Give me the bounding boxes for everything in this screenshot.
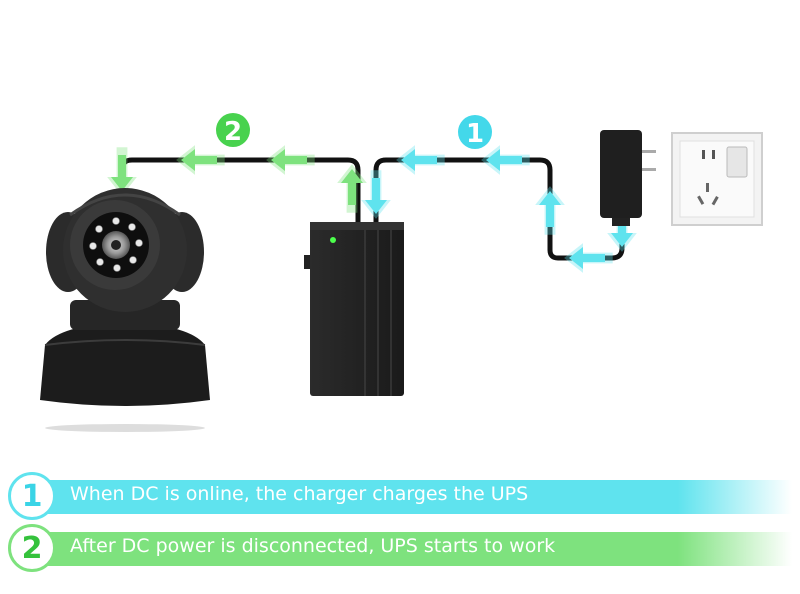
legend-step1-caption: When DC is online, the charger charges t…	[70, 483, 529, 505]
cable-adapter-to-ups	[373, 157, 625, 261]
power-adapter-icon	[600, 130, 656, 226]
legend-step2: 2 After DC power is disconnected, UPS st…	[8, 524, 792, 574]
arrow-step2-1	[266, 145, 315, 175]
arrow-step2-2	[337, 164, 367, 213]
ups-connection-diagram: 1 2	[40, 113, 763, 432]
badge-step1: 1	[458, 115, 492, 149]
arrow-step1-5	[361, 170, 391, 219]
wall-socket-icon	[671, 132, 763, 226]
badge-step2: 2	[216, 113, 250, 147]
arrow-step1-1	[481, 145, 530, 175]
arrows-step2	[107, 145, 367, 213]
arrow-step1-0	[396, 145, 445, 175]
legend-step2-caption: After DC power is disconnected, UPS star…	[70, 535, 556, 557]
badge-step2-number: 2	[224, 117, 242, 147]
legend-step2-badge: 2	[8, 524, 56, 572]
arrows-step1	[361, 145, 637, 273]
arrow-step2-0	[176, 145, 225, 175]
ups-box-icon	[304, 222, 404, 396]
arrow-step2-3	[107, 147, 137, 196]
legend-step1-bar	[30, 480, 792, 514]
badge-step1-number: 1	[466, 119, 484, 149]
arrow-step1-4	[607, 203, 637, 252]
arrow-step1-3	[564, 243, 613, 273]
legend-step1: 1 When DC is online, the charger charges…	[8, 472, 792, 522]
legend-step1-badge: 1	[8, 472, 56, 520]
legend-step2-bar	[30, 532, 792, 566]
camera-icon	[40, 188, 210, 432]
arrow-step1-2	[535, 186, 565, 235]
